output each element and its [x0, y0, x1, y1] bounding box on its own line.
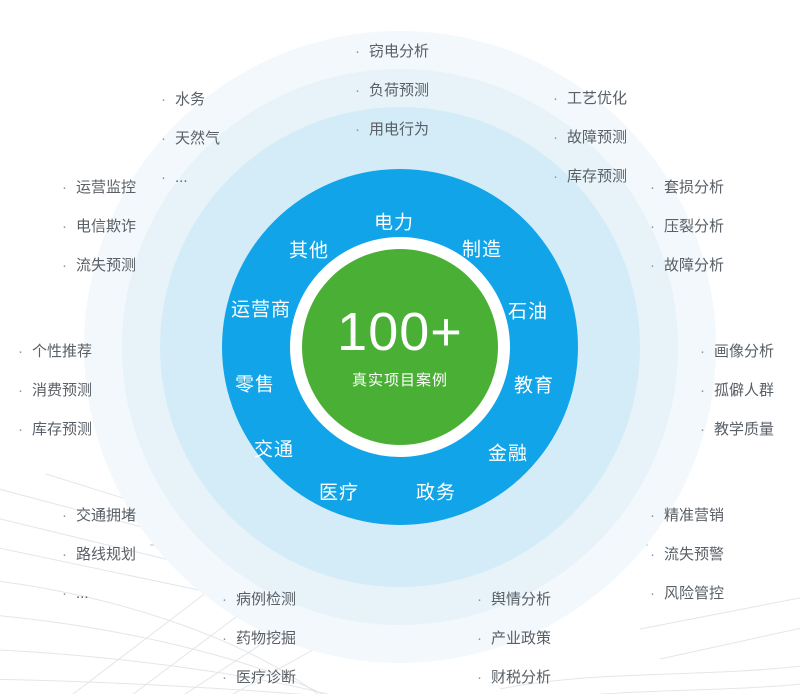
- bullet-icon: ·: [161, 130, 166, 147]
- list-item[interactable]: ·故障预测: [553, 129, 628, 146]
- list-item[interactable]: ·医疗诊断: [222, 669, 297, 686]
- group-power: ·窃电分析 ·负荷预测 ·用电行为: [355, 44, 429, 137]
- list-item[interactable]: ·财税分析: [477, 669, 552, 686]
- bullet-icon: ·: [477, 669, 482, 686]
- bullet-icon: ·: [477, 630, 482, 647]
- list-item[interactable]: ·路线规划: [62, 546, 137, 563]
- list-item[interactable]: ·套损分析: [650, 179, 725, 196]
- bullet-icon: ·: [62, 507, 67, 524]
- bullet-icon: ·: [161, 91, 166, 108]
- group-oil: ·套损分析 ·压裂分析 ·故障分析: [650, 180, 724, 273]
- core-count: 100+: [337, 301, 463, 362]
- group-retail: ·个性推荐 ·消费预测 ·库存预测: [18, 344, 92, 437]
- sector-label-transport[interactable]: 交通: [253, 439, 295, 461]
- sector-label-retail[interactable]: 零售: [234, 374, 276, 396]
- list-item[interactable]: ·个性推荐: [18, 343, 93, 360]
- list-item[interactable]: ·水务: [161, 91, 206, 108]
- sector-label-telecom[interactable]: 运营商: [230, 299, 292, 321]
- list-item[interactable]: ·库存预测: [553, 168, 628, 185]
- bullet-icon: ·: [62, 546, 67, 563]
- sector-label-oil[interactable]: 石油: [507, 301, 549, 323]
- bullet-icon: ·: [62, 585, 67, 602]
- group-education: ·画像分析 ·孤僻人群 ·教学质量: [700, 344, 774, 437]
- bullet-icon: ·: [355, 43, 360, 60]
- list-item[interactable]: ·舆情分析: [477, 591, 552, 608]
- bullet-icon: ·: [477, 591, 482, 608]
- sector-label-manufact[interactable]: 制造: [461, 239, 503, 261]
- bullet-icon: ·: [222, 630, 227, 647]
- group-manufact: ·工艺优化 ·故障预测 ·库存预测: [553, 91, 627, 184]
- list-item[interactable]: ·流失预警: [650, 546, 725, 563]
- bullet-icon: ·: [18, 421, 23, 438]
- bullet-icon: ·: [553, 168, 558, 185]
- sector-label-other[interactable]: 其他: [288, 240, 330, 262]
- bullet-icon: ·: [700, 421, 705, 438]
- sector-label-finance[interactable]: 金融: [487, 443, 529, 465]
- bullet-icon: ·: [650, 585, 655, 602]
- bullet-icon: ·: [700, 343, 705, 360]
- bullet-icon: ·: [222, 669, 227, 686]
- group-other: ·水务 ·天然气 ·...: [161, 92, 220, 185]
- bullet-icon: ·: [650, 546, 655, 563]
- bullet-icon: ·: [222, 591, 227, 608]
- sector-label-education[interactable]: 教育: [513, 375, 555, 397]
- group-government: ·舆情分析 ·产业政策 ·财税分析: [477, 592, 551, 685]
- list-item[interactable]: ·天然气: [161, 130, 221, 147]
- core-caption: 真实项目案例: [351, 371, 448, 389]
- list-item[interactable]: ·压裂分析: [650, 218, 725, 235]
- list-item[interactable]: ·...: [161, 169, 188, 186]
- list-item[interactable]: ·工艺优化: [553, 90, 628, 107]
- bullet-icon: ·: [62, 257, 67, 274]
- list-item[interactable]: ·病例检测: [222, 591, 297, 608]
- bullet-icon: ·: [18, 343, 23, 360]
- list-item[interactable]: ·运营监控: [62, 179, 137, 196]
- bullet-icon: ·: [650, 257, 655, 274]
- bullet-icon: ·: [18, 382, 23, 399]
- core-highlight: 100+ 真实项目案例: [302, 249, 498, 445]
- list-item[interactable]: ·...: [62, 585, 89, 602]
- bullet-icon: ·: [553, 129, 558, 146]
- list-item[interactable]: ·用电行为: [355, 121, 430, 138]
- group-telecom: ·运营监控 ·电信欺诈 ·流失预测: [62, 180, 136, 273]
- list-item[interactable]: ·窃电分析: [355, 43, 430, 60]
- list-item[interactable]: ·交通拥堵: [62, 507, 137, 524]
- list-item[interactable]: ·教学质量: [700, 421, 775, 438]
- list-item[interactable]: ·药物挖掘: [222, 630, 297, 647]
- list-item[interactable]: ·负荷预测: [355, 82, 430, 99]
- group-transport: ·交通拥堵 ·路线规划 ·...: [62, 508, 136, 601]
- list-item[interactable]: ·孤僻人群: [700, 382, 775, 399]
- list-item[interactable]: ·库存预测: [18, 421, 93, 438]
- bullet-icon: ·: [62, 218, 67, 235]
- bullet-icon: ·: [553, 90, 558, 107]
- bullet-icon: ·: [161, 169, 166, 186]
- list-item[interactable]: ·消费预测: [18, 382, 93, 399]
- list-item[interactable]: ·故障分析: [650, 257, 725, 274]
- sector-label-government[interactable]: 政务: [415, 482, 457, 504]
- list-item[interactable]: ·画像分析: [700, 343, 775, 360]
- sector-label-medical[interactable]: 医疗: [318, 482, 360, 504]
- list-item[interactable]: ·产业政策: [477, 630, 552, 647]
- bullet-icon: ·: [650, 179, 655, 196]
- bullet-icon: ·: [355, 121, 360, 138]
- bullet-icon: ·: [62, 179, 67, 196]
- list-item[interactable]: ·精准营销: [650, 507, 725, 524]
- bullet-icon: ·: [650, 218, 655, 235]
- group-medical: ·病例检测 ·药物挖掘 ·医疗诊断: [222, 592, 296, 685]
- list-item[interactable]: ·电信欺诈: [62, 218, 137, 235]
- list-item[interactable]: ·风险管控: [650, 585, 725, 602]
- group-finance: ·精准营销 ·流失预警 ·风险管控: [650, 508, 724, 601]
- bullet-icon: ·: [700, 382, 705, 399]
- sector-label-power[interactable]: 电力: [373, 212, 415, 234]
- bullet-icon: ·: [650, 507, 655, 524]
- bullet-icon: ·: [355, 82, 360, 99]
- list-item[interactable]: ·流失预测: [62, 257, 137, 274]
